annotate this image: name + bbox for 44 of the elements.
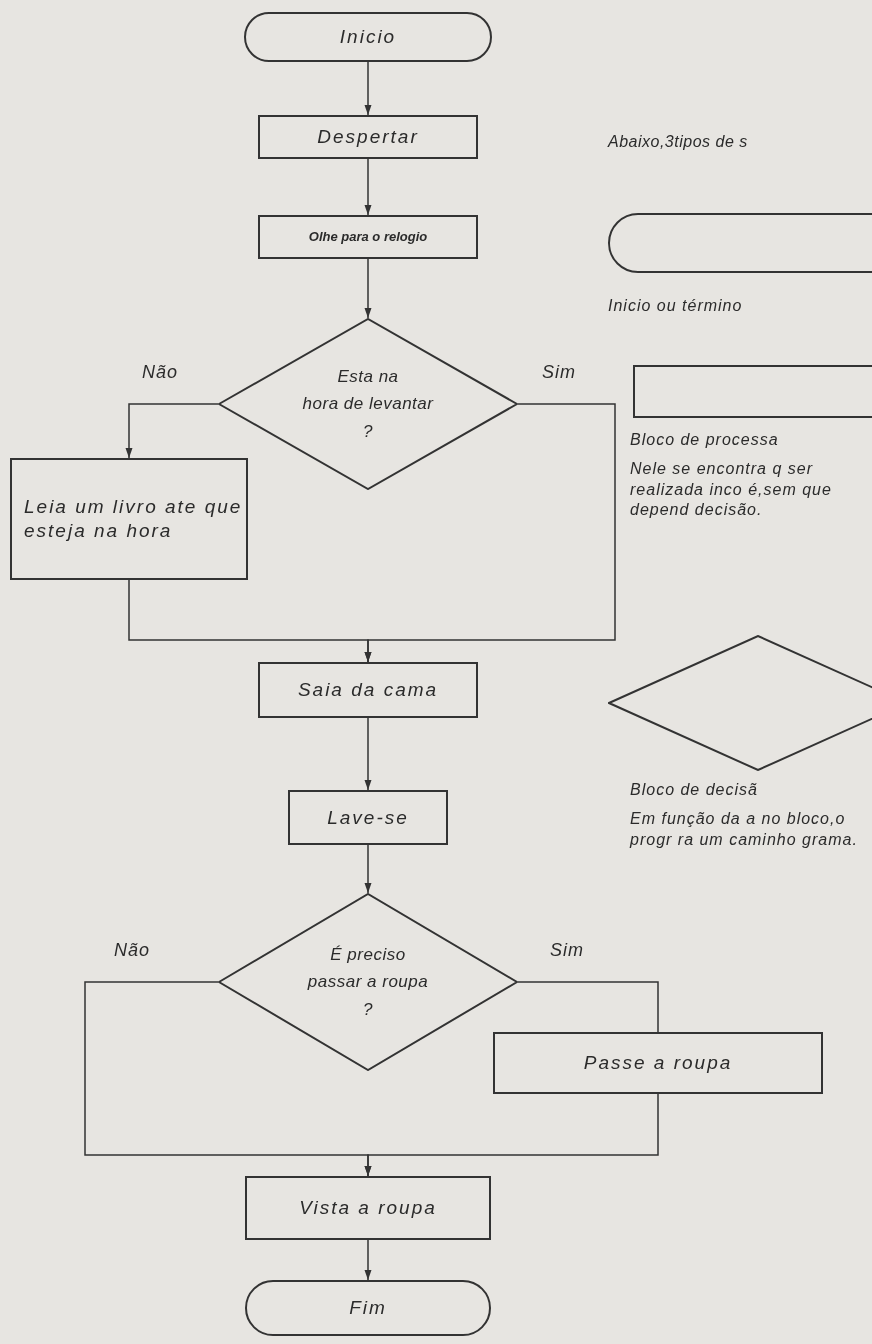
intro-text: Abaixo,3tipos de s [608, 133, 748, 151]
node-text: Olhe para o relogio [308, 228, 428, 246]
process-box [258, 115, 478, 159]
decision-diamond [218, 318, 518, 490]
symbol-caption: Inicio ou término [608, 296, 744, 316]
process-box [288, 790, 448, 845]
symbol-caption: Bloco de processa [630, 430, 780, 450]
arrow [364, 717, 372, 791]
node-text: passar a roupa [307, 971, 429, 993]
symbol-description: Em função da a no bloco,o progr ra um caminho grama. [630, 808, 859, 850]
node-text: ? [363, 998, 373, 1020]
process-box [633, 365, 872, 418]
terminal-shape [608, 213, 872, 273]
node-text: hora de levantar [302, 393, 434, 415]
arrow [364, 1093, 659, 1177]
node-text: Leia um livro ate que esteja na hora [23, 495, 244, 543]
arrow [364, 61, 372, 116]
node-text: Esta na [337, 366, 399, 388]
terminal-shape [245, 1280, 491, 1336]
decision-diamond [608, 635, 872, 771]
arrow [364, 158, 372, 216]
process-box [493, 1032, 823, 1094]
arrow [364, 844, 372, 894]
symbol-description: Nele se encontra q ser realizada inco é,sem que depend decisão. [630, 458, 833, 521]
node-text: Vista a roupa [299, 1196, 437, 1220]
arrow [125, 403, 219, 459]
node-text: Saia da cama [297, 678, 439, 702]
node-text: É preciso [330, 944, 406, 966]
process-box [245, 1176, 491, 1240]
process-box [10, 458, 248, 580]
process-box [258, 662, 478, 718]
decision-diamond [218, 893, 518, 1071]
arrow [364, 1239, 372, 1281]
symbol-caption: Bloco de decisã [630, 780, 759, 800]
arrow [128, 579, 372, 663]
node-text: Passe a roupa [583, 1051, 733, 1075]
node-text: Fim [349, 1296, 387, 1320]
node-text: ? [363, 420, 373, 442]
node-text: Lave-se [327, 805, 409, 830]
process-box [258, 215, 478, 259]
terminal-shape [244, 12, 492, 62]
arrow [364, 258, 372, 319]
node-text: Despertar [317, 125, 419, 149]
node-text: Inicio [339, 25, 397, 49]
